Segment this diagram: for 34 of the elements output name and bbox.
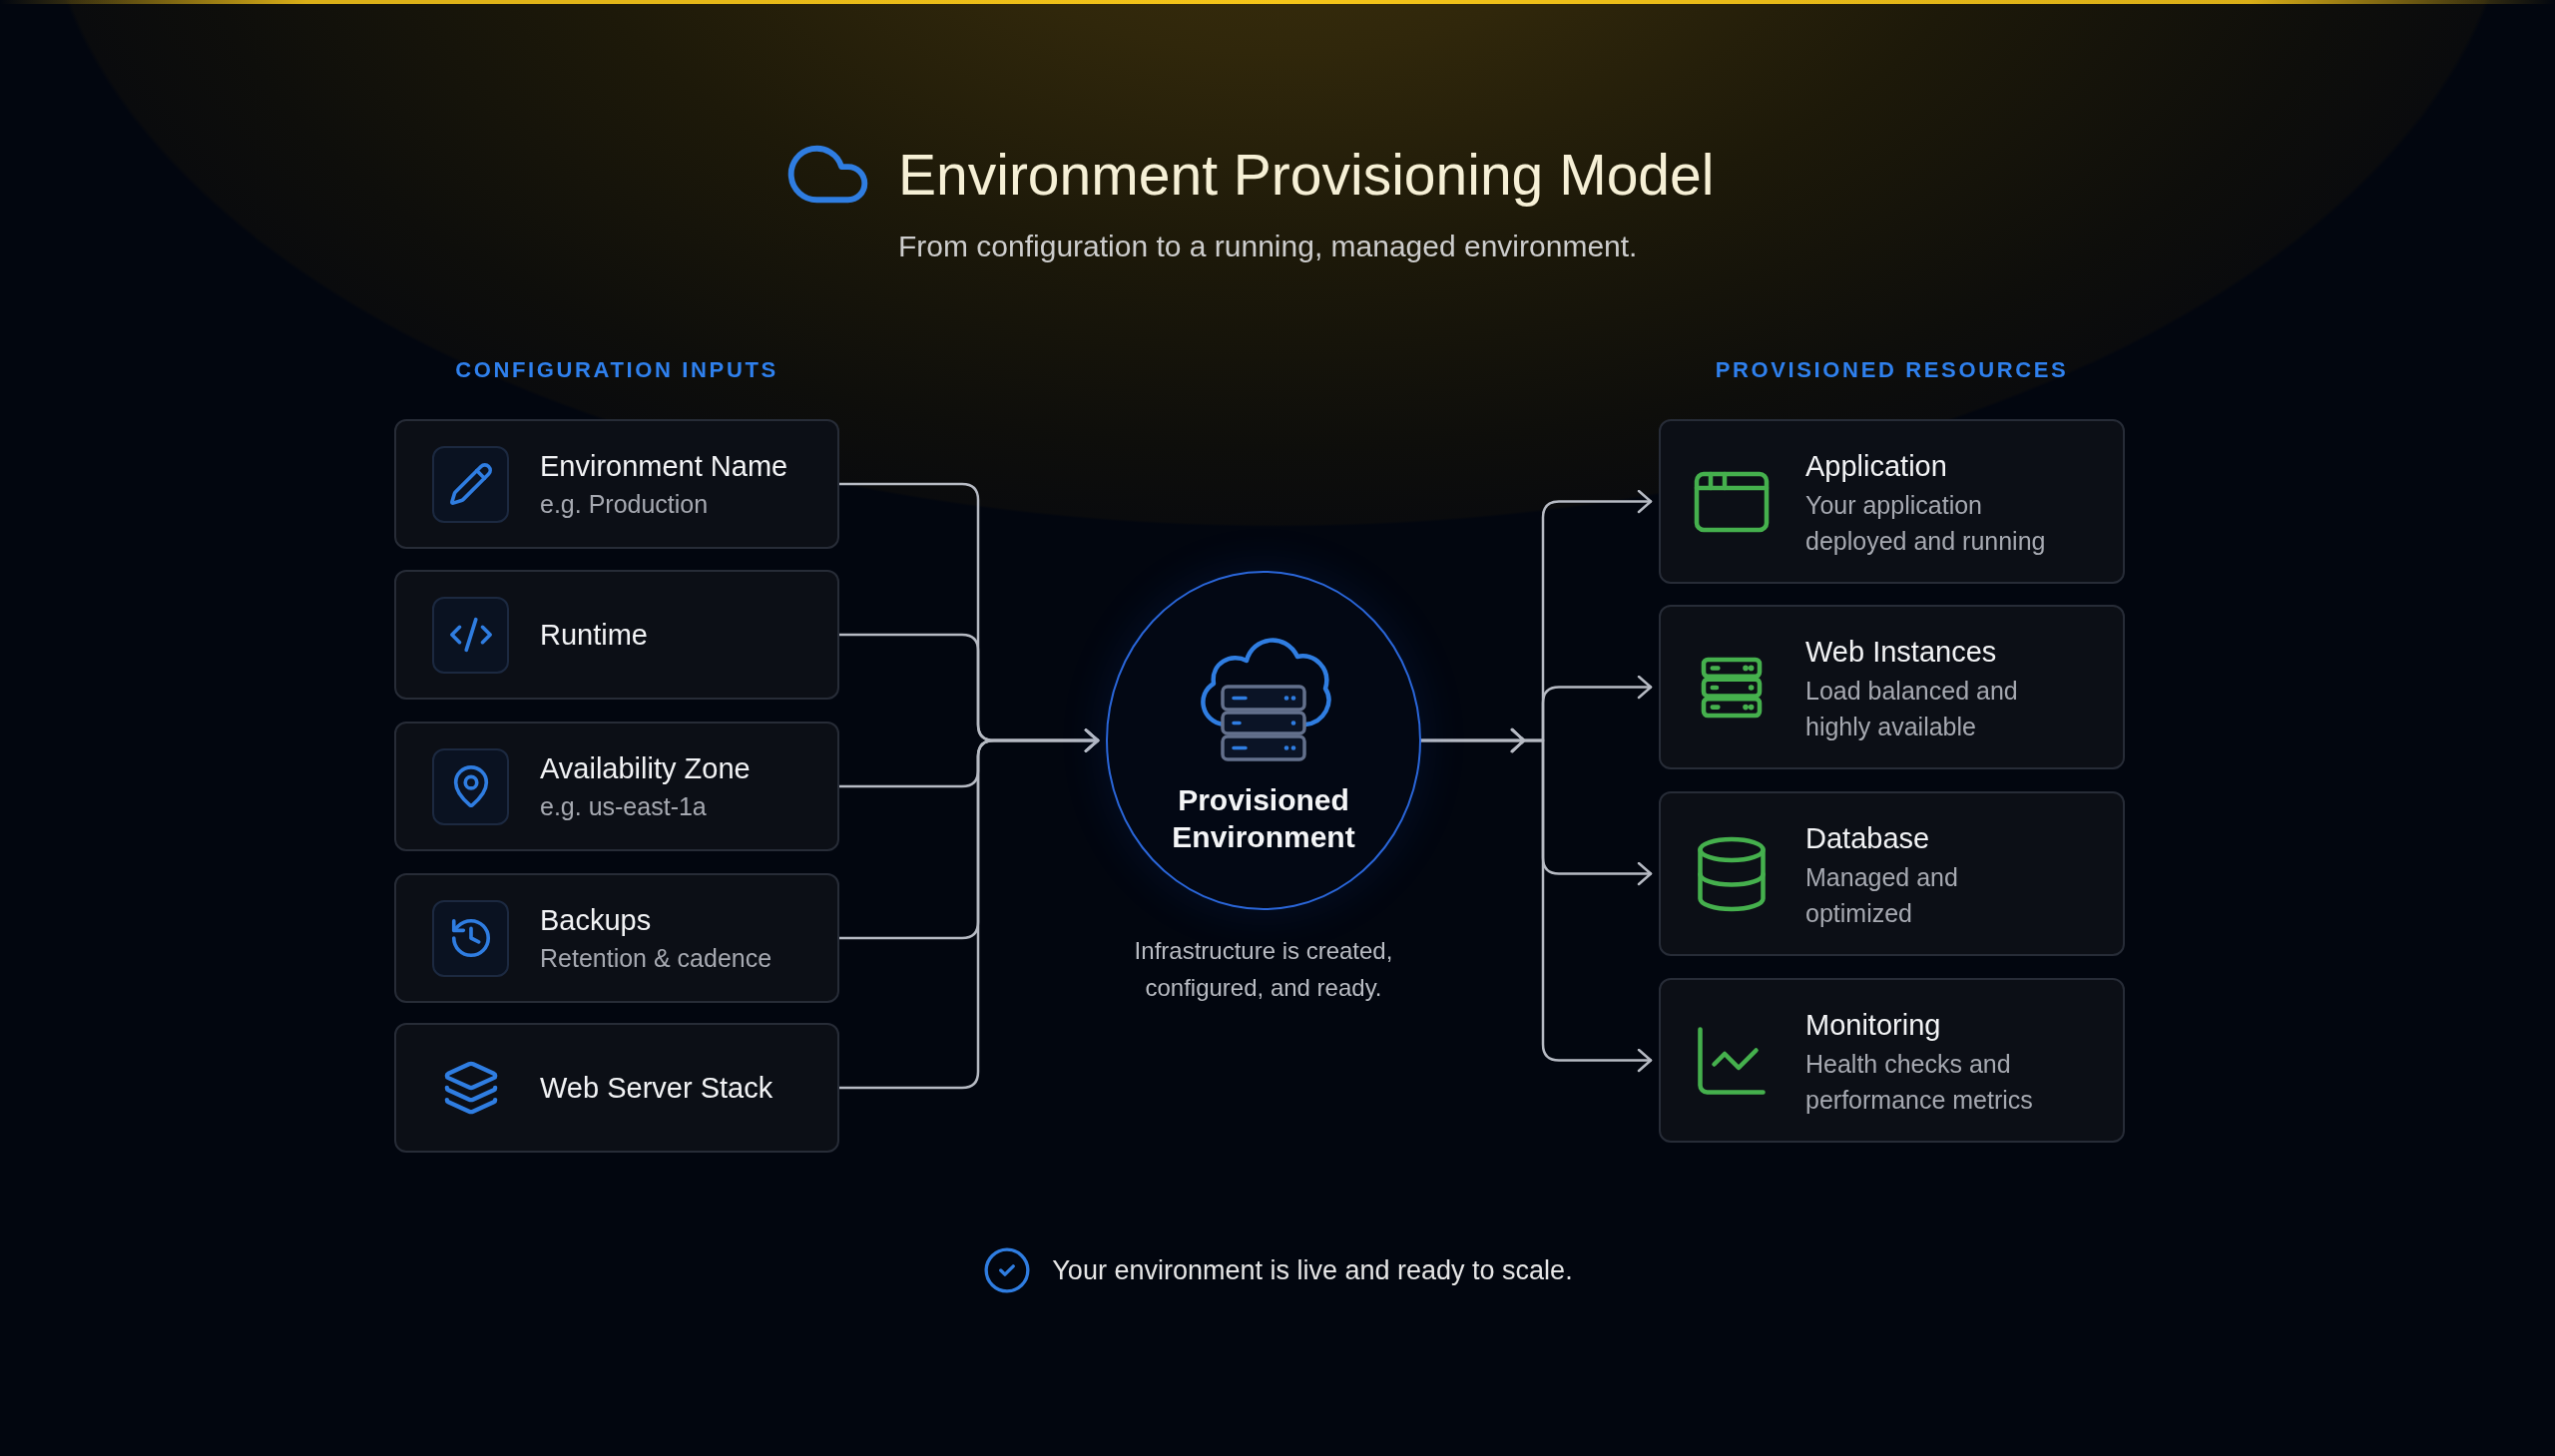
card-title: Runtime <box>540 618 648 653</box>
subtitle-text: From configuration to a running, managed environment. <box>898 229 1638 264</box>
card-description: Health checks and performance metrics <box>1805 1048 2034 1116</box>
input-card <box>394 1023 839 1153</box>
card-description: e.g. Production <box>540 489 710 520</box>
resource-card <box>1659 605 2125 769</box>
card-title: Web Server Stack <box>540 1071 773 1106</box>
section-heading: PROVISIONED RESOURCES <box>1714 356 2070 384</box>
node-title: Provisioned Environment <box>1171 781 1356 855</box>
card-description: Load balanced and highly available <box>1805 675 2019 742</box>
input-card <box>394 722 839 851</box>
card-description: Your application deployed and running <box>1805 489 2047 557</box>
card-description: e.g. us-east-1a <box>540 791 708 822</box>
card-title: Database <box>1805 820 1931 856</box>
card-title: Environment Name <box>540 449 788 484</box>
section-heading: CONFIGURATION INPUTS <box>454 356 779 384</box>
diagram-title: Environment Provisioning Model <box>898 142 1715 209</box>
resource-card <box>1659 978 2125 1143</box>
card-description: Retention & cadence <box>540 943 772 974</box>
caption-text: Infrastructure is created, configured, and ready. <box>1133 936 1394 1003</box>
input-card <box>394 873 839 1003</box>
card-title: Web Instances <box>1805 634 1998 670</box>
arrow <box>1419 728 1653 1073</box>
input-card <box>394 419 839 549</box>
arrow <box>837 728 1100 1090</box>
card-title: Monitoring <box>1805 1007 1942 1043</box>
input-card <box>394 570 839 700</box>
card-title: Application <box>1805 448 1948 484</box>
resource-card <box>1659 791 2125 956</box>
card-title: Backups <box>540 903 653 938</box>
resource-card <box>1659 419 2125 584</box>
card-title: Availability Zone <box>540 751 751 786</box>
status-message: Your environment is live and ready to scale. <box>1052 1254 1573 1287</box>
card-description: Managed and optimized <box>1805 861 1959 929</box>
